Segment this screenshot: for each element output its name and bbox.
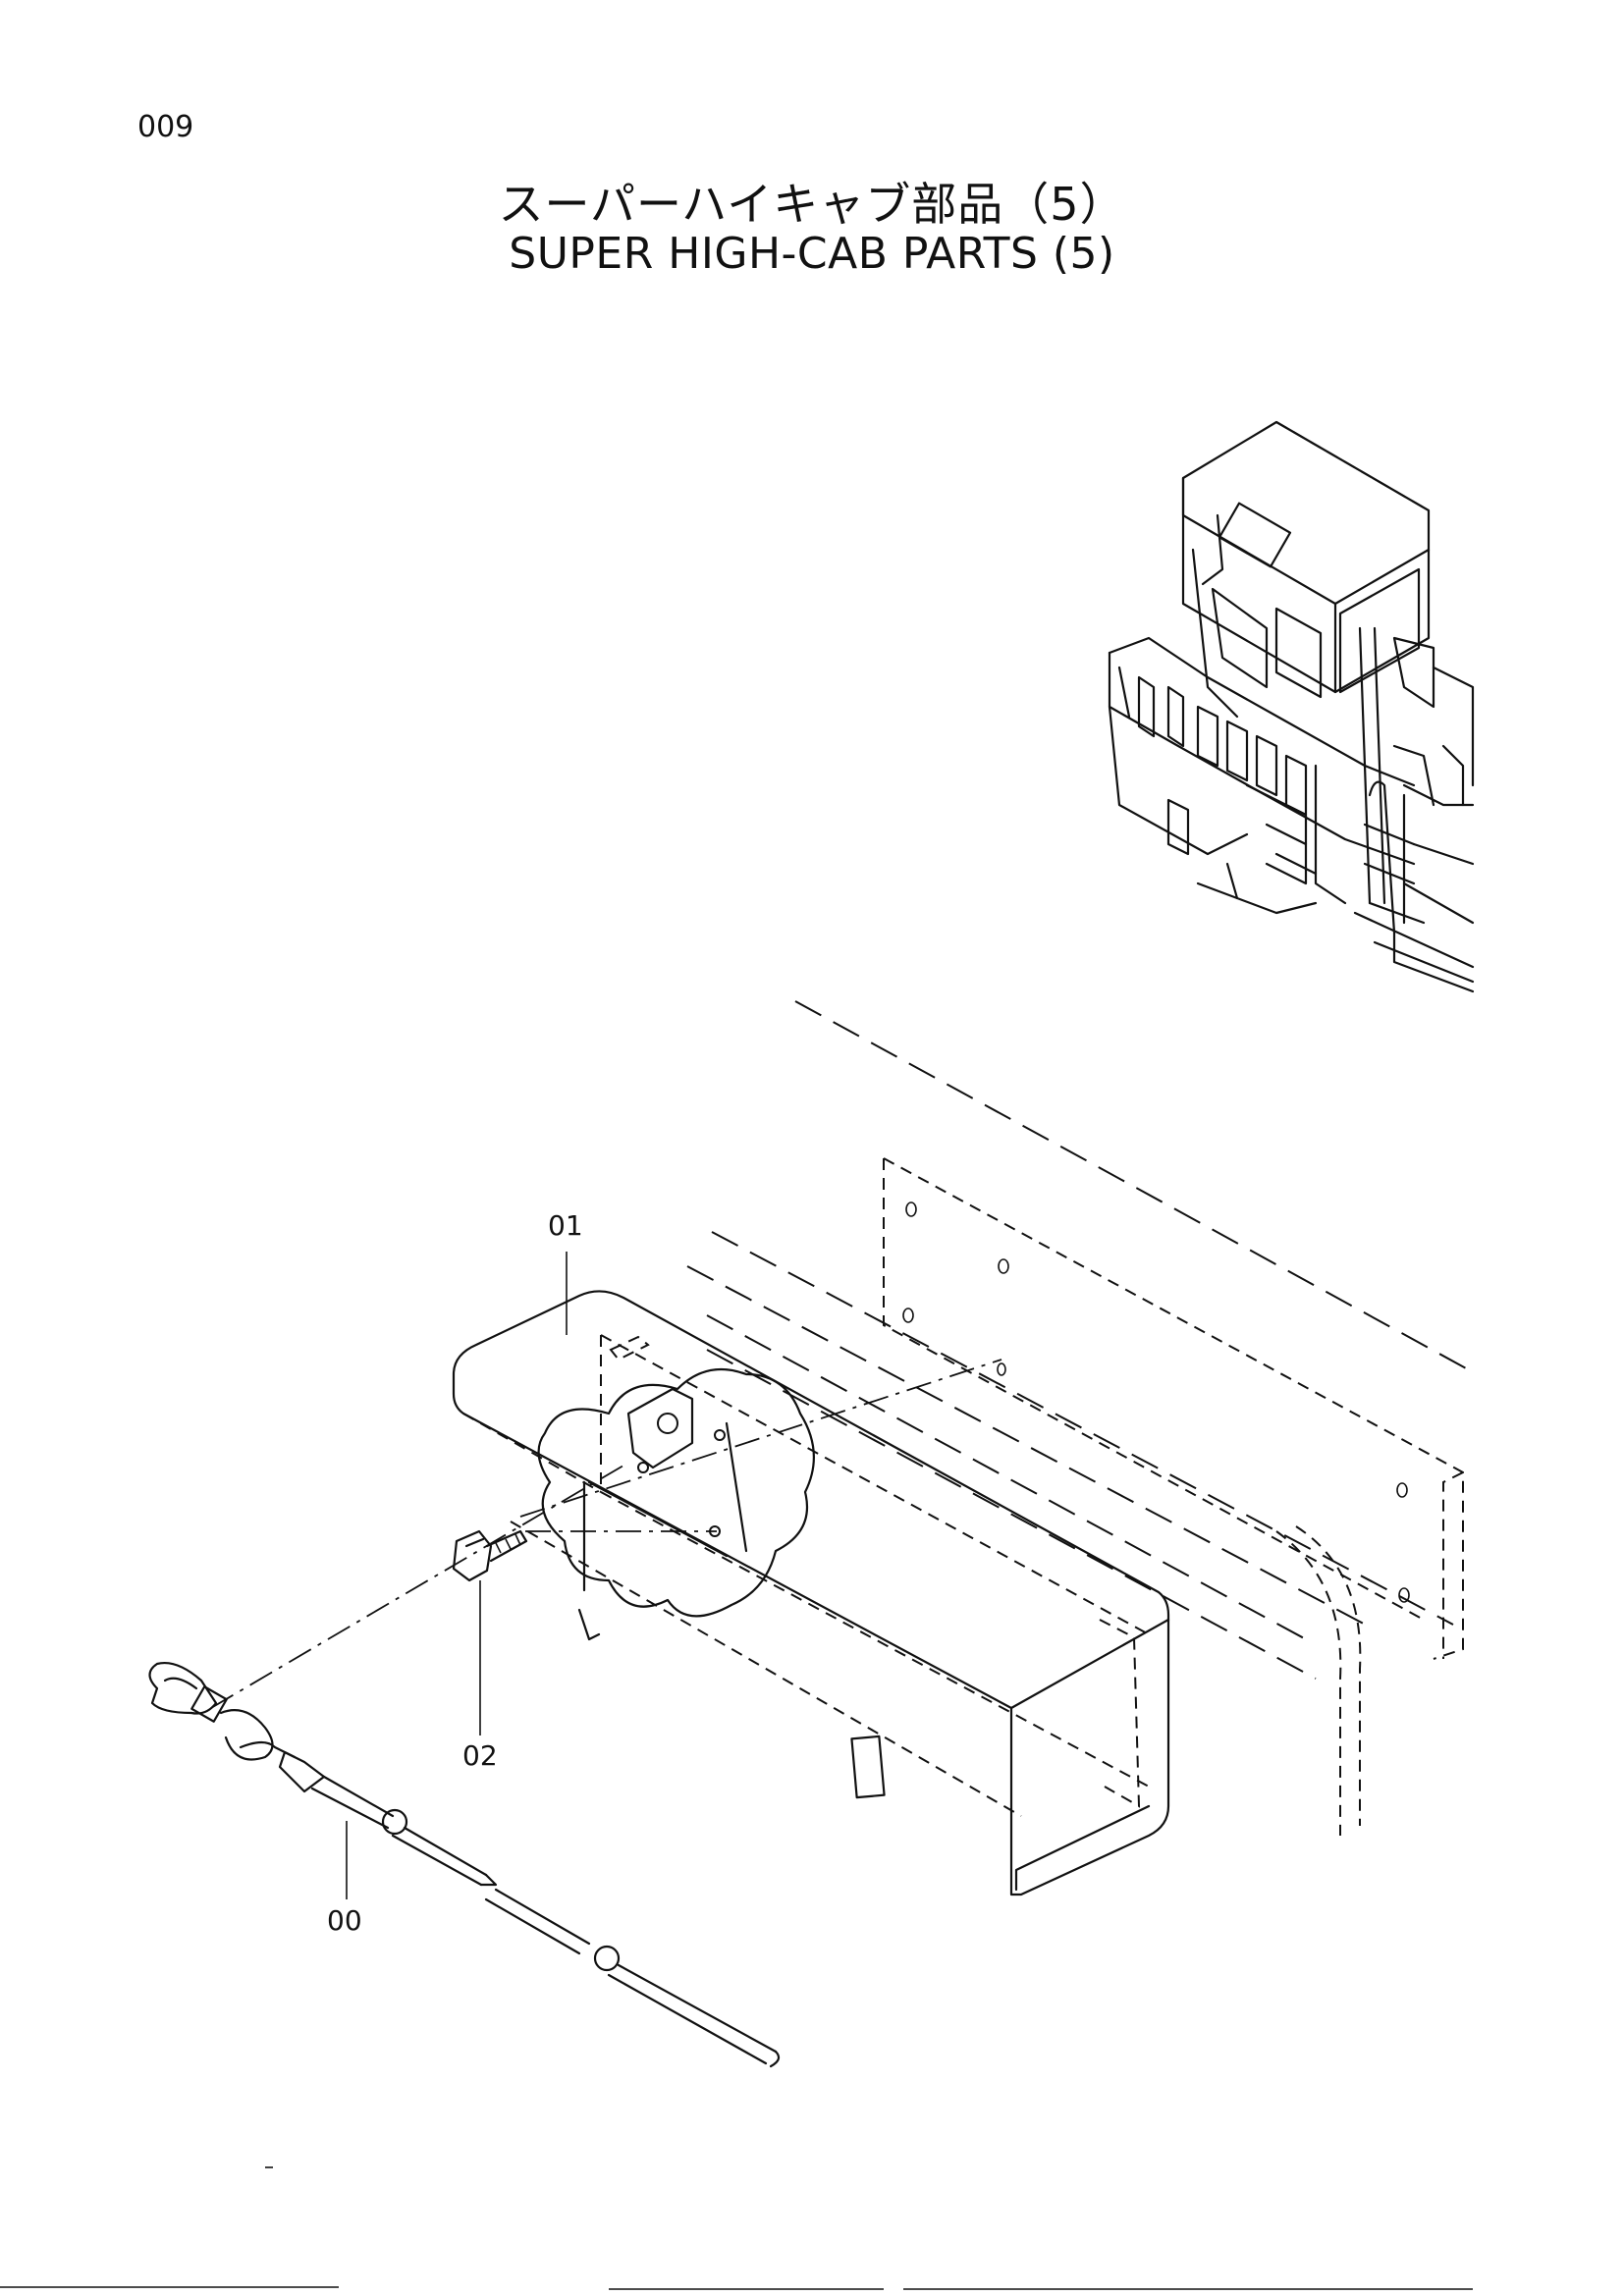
cab-overview-illustration <box>1108 420 1475 993</box>
callout-01: 01 <box>548 1209 583 1242</box>
page-title-english: SUPER HIGH-CAB PARTS (5) <box>509 229 1115 279</box>
callout-02: 02 <box>462 1739 498 1772</box>
side-panel <box>883 1157 1464 1836</box>
page-number: 009 <box>137 110 194 144</box>
wire-rope-with-hook <box>148 1662 781 2068</box>
tool-box <box>452 1252 1170 1896</box>
page-title-japanese: スーパーハイキャブ部品（5） <box>498 178 1126 231</box>
bolt <box>452 1529 528 1735</box>
callout-00: 00 <box>327 1904 362 1937</box>
